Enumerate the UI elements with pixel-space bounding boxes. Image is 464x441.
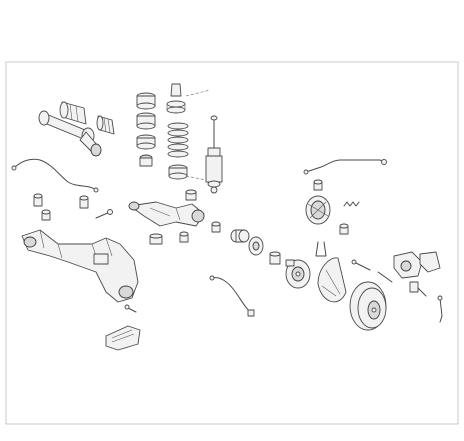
bushing-center-2[interactable]	[149, 233, 163, 245]
bushing-center-4[interactable]	[211, 221, 221, 233]
abs-sensor[interactable]	[209, 275, 255, 317]
bushing-left-2[interactable]	[41, 209, 51, 221]
adjuster-pin[interactable]	[339, 223, 349, 235]
wheel-bearing[interactable]	[230, 229, 250, 243]
bracket-pin[interactable]	[417, 287, 427, 297]
shock-absorber[interactable]	[205, 115, 223, 194]
bushing-center-3[interactable]	[179, 231, 189, 243]
brake-shoe[interactable]	[305, 195, 331, 225]
shoe-spring[interactable]	[343, 201, 360, 207]
retainer-clip[interactable]	[315, 241, 327, 257]
hub-flange[interactable]	[248, 236, 264, 256]
coil-spring[interactable]	[166, 83, 189, 180]
stabilizer-link[interactable]	[11, 158, 99, 193]
pad-clip[interactable]	[409, 281, 419, 293]
spring-seat-stack[interactable]	[136, 92, 156, 167]
leader-lines	[185, 89, 211, 181]
heat-shield[interactable]	[105, 325, 141, 351]
pad-pin[interactable]	[377, 271, 393, 283]
bushing-left-3[interactable]	[79, 195, 89, 209]
cv-boot-2[interactable]	[96, 115, 115, 135]
drive-shaft[interactable]	[38, 110, 102, 157]
brake-disc[interactable]	[349, 281, 387, 331]
brake-hose[interactable]	[303, 159, 387, 175]
rear-subframe[interactable]	[21, 229, 139, 303]
brake-hose-right[interactable]	[437, 295, 443, 323]
bleeder-screw[interactable]	[313, 179, 323, 191]
drawing-border	[5, 61, 459, 425]
brake-caliper[interactable]	[393, 251, 423, 279]
bushing-left-1[interactable]	[33, 193, 43, 207]
caliper-bolt[interactable]	[351, 259, 371, 271]
caliper-bracket[interactable]	[419, 251, 441, 273]
wheel-hub[interactable]	[285, 259, 311, 289]
cv-boot[interactable]	[59, 101, 87, 125]
hub-nut[interactable]	[269, 251, 281, 265]
dust-cover[interactable]	[317, 257, 347, 303]
control-arm[interactable]	[128, 201, 205, 227]
bushing-center-1[interactable]	[185, 189, 197, 201]
bolt-shield[interactable]	[124, 304, 137, 313]
bolt-left[interactable]	[95, 209, 113, 219]
